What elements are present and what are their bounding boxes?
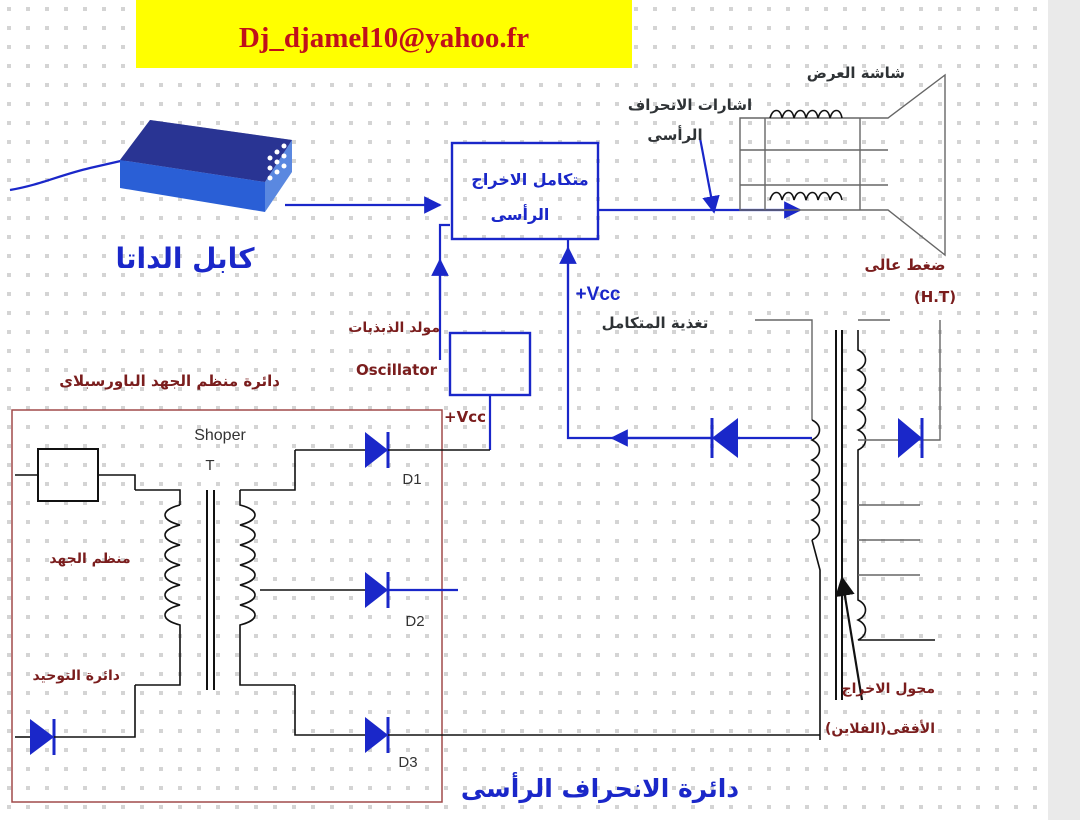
d3-label: D3 xyxy=(398,754,417,771)
flyback-pointer xyxy=(835,576,864,701)
flyback-label-2: الأفقى(الفلاين) xyxy=(825,720,935,737)
email-text: Dj_djamel10@yahoo.fr xyxy=(239,22,529,54)
vertical-ic-label-1: متكامل الاخراج xyxy=(471,170,588,189)
transformer-icon xyxy=(135,450,296,690)
shoper-label: Shoper xyxy=(194,427,246,444)
rectifier-diode-icon xyxy=(15,685,136,755)
d2-label: D2 xyxy=(405,613,424,630)
right-edge xyxy=(1048,0,1080,820)
vertical-deflection-circuit-label: دائرة الانحراف الرأسى xyxy=(461,772,739,804)
transformer-label: T xyxy=(205,457,214,474)
flyback-label-1: محول الاخراج xyxy=(842,681,935,697)
rectifier-label: دائرة التوحيد xyxy=(32,668,120,684)
supply-label: تغذية المتكامل xyxy=(602,314,709,332)
crt-screen xyxy=(739,73,946,257)
oscillator-ar-label: مولد الذبذبات xyxy=(348,320,440,336)
d1-label: D1 xyxy=(402,471,421,488)
power-supply-frame xyxy=(11,409,443,803)
high-voltage-label: ضغط عالى xyxy=(865,256,946,274)
diode-d1-icon xyxy=(295,432,490,468)
vertical-ic-box xyxy=(450,141,600,241)
flyback-transformer-icon xyxy=(755,319,941,740)
oscillator-en-label: Oscillator xyxy=(356,361,438,379)
deflection-pointer xyxy=(698,137,720,214)
vcc-osc-label: +Vcc xyxy=(444,408,486,426)
osc-wire xyxy=(438,223,450,360)
data-cable-label: كابل الداتا xyxy=(116,242,256,275)
email-banner xyxy=(136,0,632,68)
vcc-top-label: +Vcc xyxy=(576,284,621,305)
data-connector-icon xyxy=(9,120,292,212)
deflection-signals-label-1: اشارات الانحراف xyxy=(628,96,752,114)
deflection-coil-bottom-icon xyxy=(769,191,843,201)
deflection-coil-top-icon xyxy=(769,109,843,119)
voltage-regulator-label: منظم الجهد xyxy=(49,551,130,567)
diode-d2-icon xyxy=(260,572,458,608)
deflection-signals-label-2: الرأسى xyxy=(647,125,702,144)
vertical-ic-label-2: الرأسى xyxy=(491,204,550,224)
display-screen-label: شاشة العرض xyxy=(807,64,905,82)
ht-label: (H.T) xyxy=(914,288,956,306)
power-regulator-label: دائرة منظم الجهد الباورسبلاى xyxy=(59,372,280,390)
supply-diode-icon xyxy=(710,418,738,458)
diode-d3-icon xyxy=(294,685,820,753)
